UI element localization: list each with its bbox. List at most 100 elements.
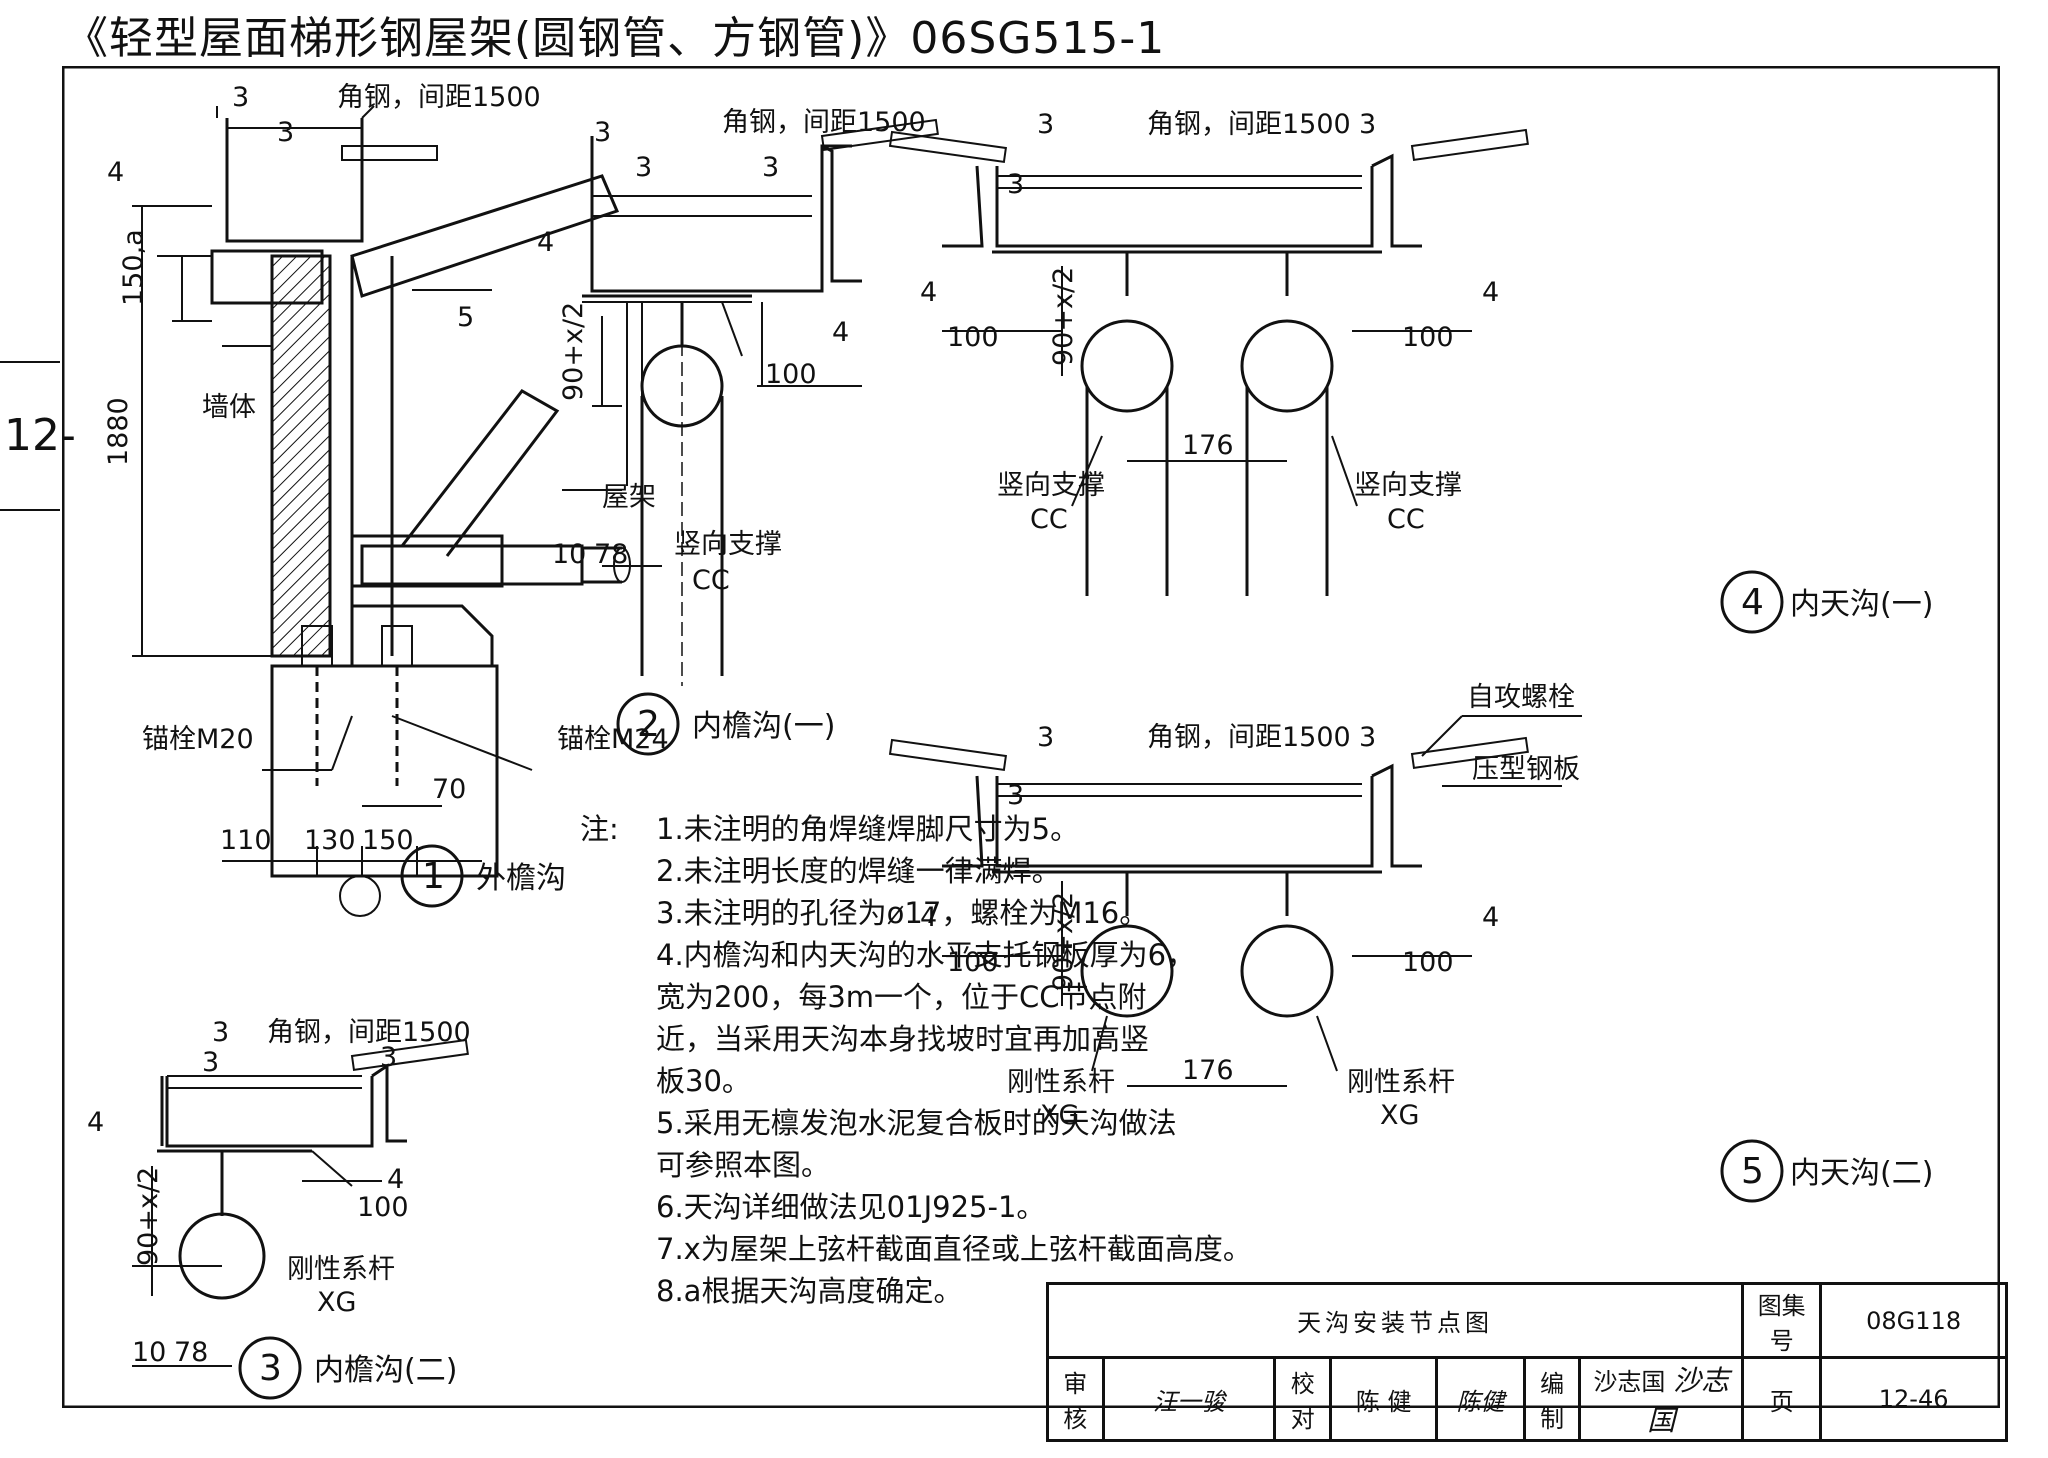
d1-weld-4: 4 — [107, 157, 124, 188]
d3-dim-100: 100 — [357, 1192, 409, 1223]
atlas-number: 08G118 — [1819, 1282, 2008, 1359]
atlas-label: 图集号 — [1741, 1282, 1823, 1359]
d1-dim-130: 130 — [304, 825, 356, 856]
d4-weld-3b: 3 — [1359, 109, 1376, 140]
note-item: 3.未注明的孔径为ø17，螺栓为M16。 — [656, 896, 1149, 930]
d2-weld-4a: 4 — [537, 227, 554, 258]
d5-angle-label: 角钢，间距1500 — [1147, 722, 1351, 753]
d2-dim-100: 100 — [765, 359, 817, 390]
d4-brace: 竖向支撑 — [997, 470, 1105, 501]
d1-dim-110: 110 — [220, 825, 272, 856]
d1-dim-150: 150 — [362, 825, 414, 856]
note-item: 5.采用无檩发泡水泥复合板时的天沟做法 可参照本图。 — [656, 1106, 1177, 1182]
d2-name: 内檐沟(一) — [692, 709, 835, 744]
notes-label: 注: — [580, 812, 619, 846]
sheet-title: 天沟安装节点图 — [1045, 1282, 1745, 1359]
note-item: 4.内檐沟和内天沟的水平支托钢板厚为6， 宽为200，每3m一个，位于CC节点附… — [656, 938, 1196, 1098]
note-item: 8.a根据天沟高度确定。 — [656, 1274, 963, 1308]
d5-tie-code-2: XG — [1380, 1100, 1419, 1131]
page-label: 页 — [1741, 1356, 1823, 1442]
d5-weld-3a: 3 — [1037, 722, 1054, 753]
d5-tie-code: XG — [1040, 1100, 1079, 1131]
detail-3-inner-eave-gutter-2 — [132, 1038, 469, 1367]
d5-screw: 自攻螺栓 — [1467, 682, 1575, 713]
note-item: 1.未注明的角焊缝焊脚尺寸为5。 — [656, 812, 1080, 846]
d2-num: 2 — [637, 704, 660, 745]
d5-num: 5 — [1741, 1151, 1764, 1192]
d3-weld-3b: 3 — [202, 1047, 219, 1078]
d2-dim-78: 78 — [594, 539, 628, 570]
d1-dim-150a: 150,a — [118, 229, 149, 306]
d5-weld-3c: 3 — [1007, 780, 1024, 811]
d4-name: 内天沟(一) — [1790, 587, 1933, 622]
d1-wall-label: 墙体 — [202, 392, 256, 423]
draw-name-and-signature: 沙志国 沙志国 — [1578, 1356, 1745, 1442]
detail-5-callout: 5 内天沟(二) — [1720, 1139, 1933, 1203]
note-item: 7.x为屋架上弦杆截面直径或上弦杆截面高度。 — [656, 1232, 1252, 1266]
d5-dim-90x: 90+x/2 — [1048, 892, 1079, 991]
d5-steel-plate: 压型钢板 — [1472, 754, 1580, 785]
d4-weld-4b: 4 — [1482, 277, 1499, 308]
d1-name: 外檐沟 — [476, 861, 566, 896]
d2-dim-10: 10 — [552, 539, 586, 570]
d1-weld-5: 5 — [457, 302, 474, 333]
detail-4-inner-valley-gutter-1 — [888, 128, 1529, 596]
d5-dim-100a: 100 — [947, 947, 999, 978]
d3-name: 内檐沟(二) — [314, 1353, 457, 1388]
d3-tie: 刚性系杆 — [287, 1254, 395, 1285]
d4-weld-4a: 4 — [920, 277, 937, 308]
d4-weld-3c: 3 — [1007, 169, 1024, 200]
d3-angle-label: 角钢，间距1500 — [267, 1017, 471, 1048]
d5-dim-176: 176 — [1182, 1055, 1234, 1086]
d3-weld-3c: 3 — [380, 1042, 397, 1073]
drawing-title: 《轻型屋面梯形钢屋架(圆钢管、方钢管)》06SG515-1 — [64, 13, 1166, 64]
d4-brace-code-2: CC — [1387, 504, 1425, 535]
d3-weld-4b: 4 — [387, 1164, 404, 1195]
d4-dim-100a: 100 — [947, 322, 999, 353]
note-item: 2.未注明长度的焊缝一律满焊。 — [656, 854, 1061, 888]
check-label: 校对 — [1273, 1356, 1333, 1442]
d1-bolt-m24: 锚栓M24 — [557, 724, 669, 755]
d1-dim-70: 70 — [432, 774, 466, 805]
d3-tie-code: XG — [317, 1287, 356, 1318]
detail-5-inner-valley-gutter-2 — [888, 715, 1582, 1087]
d4-angle-label: 角钢，间距1500 — [1147, 109, 1351, 140]
d3-dim-90x: 90+x/2 — [133, 1167, 164, 1266]
d5-tie: 刚性系杆 — [1007, 1067, 1115, 1098]
d1-dim-1880: 1880 — [103, 397, 134, 466]
d5-weld-3b: 3 — [1359, 722, 1376, 753]
detail-2-inner-eave-gutter-1 — [582, 118, 939, 686]
d2-weld-3c: 3 — [762, 152, 779, 183]
side-mark-lines — [0, 361, 60, 511]
d1-bolt-m20: 锚栓M20 — [142, 724, 254, 755]
detail-1-labels: 角钢，间距1500 3 3 4 5 150,a 1880 墙体 屋架 锚栓M20… — [103, 82, 669, 856]
d2-brace-code: CC — [692, 565, 730, 596]
title-block: 天沟安装节点图 图集号 08G118 审核 汪一骏 校对 陈 健 陈健 编制 沙… — [1045, 1282, 2008, 1442]
detail-2-callout: 2 内檐沟(一) — [616, 692, 835, 756]
d3-weld-4a: 4 — [87, 1107, 104, 1138]
review-label: 审核 — [1046, 1356, 1105, 1442]
d5-name: 内天沟(二) — [1790, 1156, 1933, 1191]
d2-dim-90x: 90+x/2 — [558, 302, 589, 401]
review-signature: 汪一骏 — [1101, 1356, 1277, 1442]
detail-4-labels: 角钢，间距1500 3 3 3 4 4 100 100 90+x/2 176 竖… — [920, 109, 1499, 535]
detail-5-labels: 角钢，间距1500 3 3 3 自攻螺栓 压型钢板 4 4 100 100 90… — [920, 682, 1580, 1131]
d3-dim-78: 78 — [174, 1337, 208, 1368]
d4-brace-code: CC — [1030, 504, 1068, 535]
draw-signature: 沙志国 — [1647, 1364, 1730, 1437]
d4-brace-2: 竖向支撑 — [1354, 470, 1462, 501]
notes-list: 1.未注明的角焊缝焊脚尺寸为5。 2.未注明长度的焊缝一律满焊。 3.未注明的孔… — [580, 808, 1252, 1312]
sheet-border — [62, 66, 2000, 1408]
d3-weld-3: 3 — [212, 1017, 229, 1048]
d2-weld-4b: 4 — [832, 317, 849, 348]
detail-2-labels: 角钢，间距1500 3 3 3 4 4 90+x/2 100 10 78 竖向支… — [537, 107, 926, 596]
d5-tie-2: 刚性系杆 — [1347, 1067, 1455, 1098]
d1-weld-3: 3 — [232, 82, 249, 113]
detail-4-callout: 4 内天沟(一) — [1720, 570, 1933, 634]
detail-1-callout: 1 外檐沟 — [339, 844, 566, 917]
d1-num: 1 — [422, 856, 445, 897]
d4-dim-176: 176 — [1182, 430, 1234, 461]
d4-weld-3a: 3 — [1037, 109, 1054, 140]
check-signature: 陈健 — [1435, 1356, 1526, 1442]
d5-weld-4a: 4 — [920, 902, 937, 933]
